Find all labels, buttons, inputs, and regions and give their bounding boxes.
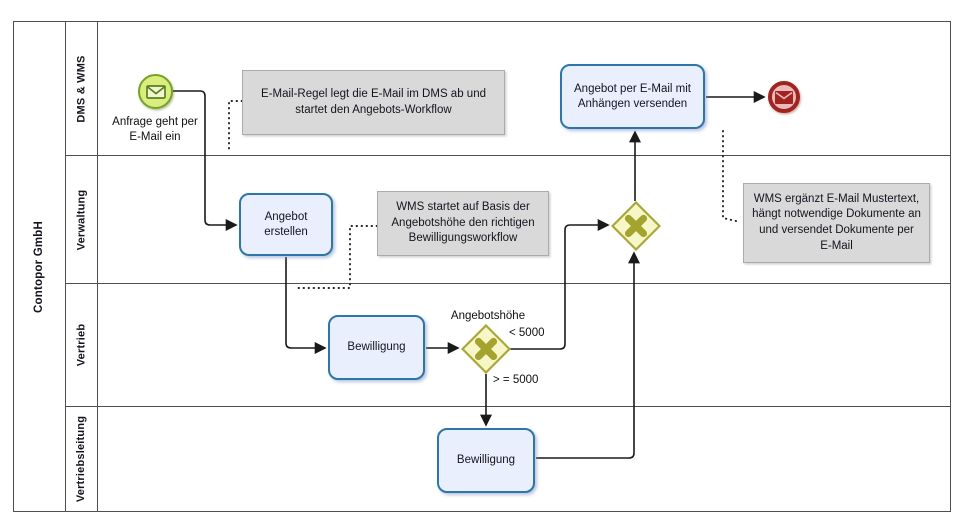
- start-event-label: Anfrage geht per E-Mail ein: [112, 116, 198, 143]
- lane-vertrieb: Vertrieb: [66, 284, 950, 407]
- exclusive-gateway-merge: [610, 200, 662, 256]
- task-angebot-erstellen: Angebot erstellen: [239, 193, 333, 256]
- annotation-wms-startet: WMS startet auf Basis der Angebotshöhe d…: [377, 191, 549, 256]
- gateway-question-label: Angebotshöhe: [450, 310, 526, 322]
- task-bewilligung-vertriebsleitung: Bewilligung: [437, 428, 535, 493]
- lane-dms-wms: DMS & WMS: [66, 22, 950, 156]
- email-sent-icon: [775, 90, 793, 104]
- end-event-message: [768, 81, 800, 113]
- email-icon: [145, 84, 166, 99]
- lane-label-vertrieb: Vertrieb: [75, 323, 88, 367]
- annotation-email-regel: E-Mail-Regel legt die E-Mail im DMS ab u…: [242, 70, 505, 135]
- pool-contopor: Contopor GmbH DMS & WMS Verwaltung Vertr…: [13, 21, 951, 512]
- lane-label-vertriebsleitung: Vertriebsleitung: [75, 415, 88, 503]
- lanes: DMS & WMS Verwaltung Vertrieb Vertriebsl…: [66, 22, 950, 511]
- gateway-x-icon: [474, 337, 498, 361]
- pool-title: Contopor GmbH: [33, 220, 46, 313]
- lane-vertriebsleitung: Vertriebsleitung: [66, 407, 950, 511]
- branch-label-low: < 5000: [509, 327, 545, 339]
- lane-label-verwaltung: Verwaltung: [75, 189, 88, 250]
- pool-title-cell: Contopor GmbH: [14, 22, 66, 511]
- gateway-x-icon: [624, 214, 648, 238]
- lane-label-dms-wms: DMS & WMS: [75, 54, 88, 123]
- task-bewilligung-vertrieb: Bewilligung: [328, 315, 425, 380]
- lane-verwaltung: Verwaltung: [66, 156, 950, 284]
- exclusive-gateway-split: [460, 323, 512, 379]
- start-event-message: [138, 74, 173, 109]
- annotation-wms-ergaenzt: WMS ergänzt E-Mail Mustertext, hängt not…: [743, 183, 930, 263]
- branch-label-high: > = 5000: [493, 374, 539, 386]
- task-angebot-versenden: Angebot per E-Mail mit Anhängen versende…: [560, 64, 705, 129]
